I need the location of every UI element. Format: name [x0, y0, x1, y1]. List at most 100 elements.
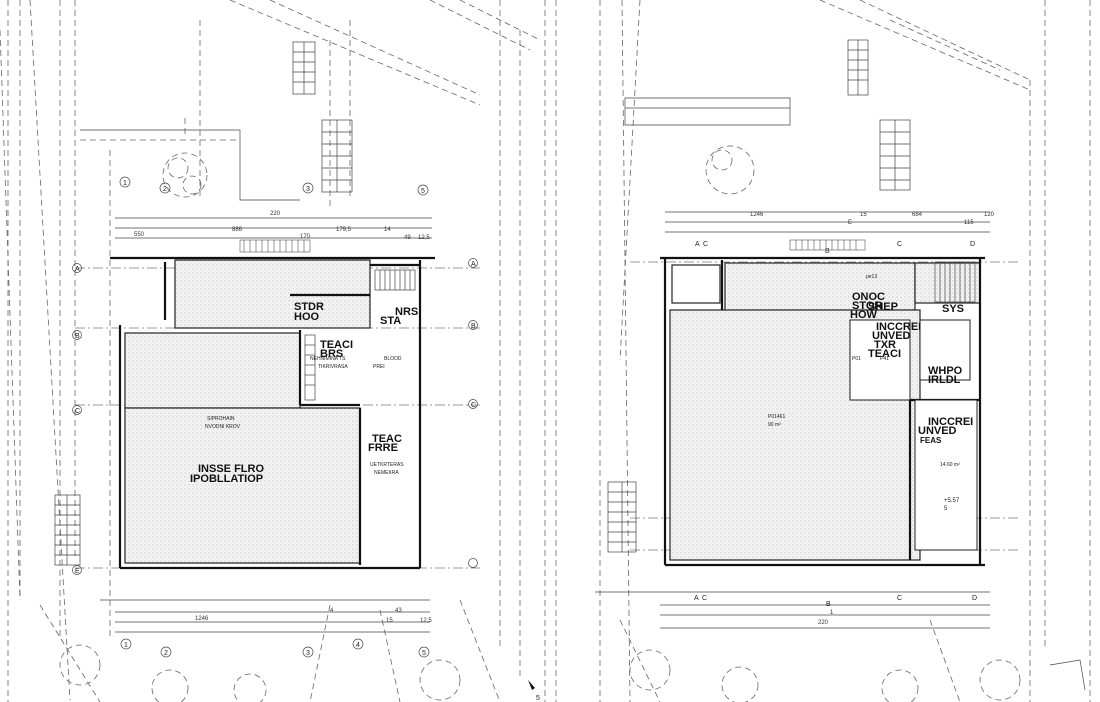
room-small-label: NVODNI KROV [205, 424, 241, 430]
dim-text: 179,5 [336, 227, 352, 233]
grid-letter: C [897, 595, 902, 602]
grid-letter: A [694, 595, 699, 602]
north-arrow-icon [528, 680, 535, 690]
room-label: IRLDL [928, 374, 961, 386]
room-small-label: 90 m² [768, 422, 781, 428]
room-small-label: NEHNIMINA TS [310, 356, 346, 362]
grid-letter: C [702, 595, 707, 602]
room-labels-left: STDR HOO NRS STA TEACI BRS NEHNIMINA TS … [190, 301, 418, 485]
left-floor-plan: 1 2 3 5 220 550 886 170 179,5 14 49 12,5 [0, 0, 557, 702]
tree-icon [59, 644, 461, 702]
dim-text: 49 [404, 235, 411, 241]
stair-icon [934, 261, 976, 303]
dimension-lines-bottom: 1246 4 15 43 12,5 [100, 599, 432, 633]
room-main-label: IPOBLLATIOP [190, 473, 263, 485]
grid-number: 4 [356, 642, 360, 649]
room-label: ONOC [852, 291, 885, 303]
room-label: INCCREI [928, 416, 973, 428]
dim-text: 1246 [195, 616, 209, 622]
grid-letter: B [471, 323, 476, 330]
level-num: 5 [944, 506, 948, 512]
room-main-label: INSSE FLRO [198, 463, 264, 475]
room-small-label: pe13 [866, 274, 877, 280]
room-label: WHPO [928, 365, 963, 377]
north-arrow-icon [1049, 659, 1086, 691]
tree-icon [705, 145, 755, 195]
room-label: FRRE [368, 442, 398, 454]
dimension-lines-bottom-right: 220 1 A C B C D [595, 591, 990, 629]
grid-letter: C [75, 408, 80, 415]
grid-letter: B [825, 248, 830, 255]
room-small-label: UETKRTERAS [370, 462, 404, 468]
grid-number: 3 [306, 650, 310, 657]
room-small-label: P01 [852, 356, 861, 362]
room-small-label: P01461 [768, 414, 785, 420]
left-building-walls [110, 256, 435, 570]
corner-mark: 5 [536, 695, 540, 702]
dim-text: 15 [386, 618, 393, 624]
room-small-label: 14.60 m² [940, 462, 960, 468]
room-label: BRS [320, 348, 343, 360]
grid-letter: A [75, 266, 80, 273]
room-label: SYS [942, 303, 964, 315]
room-label: HOW [850, 309, 878, 321]
room-stair-label: STA [380, 315, 401, 327]
room-stair-label: NRS [395, 306, 418, 318]
grid-letters-left: A B C E A B C [72, 258, 478, 575]
tree-icon [629, 649, 1021, 702]
grid-letter: D [972, 595, 977, 602]
grid-letter: A [695, 241, 700, 248]
dim-text: 1 [830, 610, 834, 616]
room-small-label: PREI [373, 364, 385, 370]
dim-text: 14 [384, 227, 391, 233]
grid-axis-numbers-top: 1 2 3 5 [119, 176, 429, 196]
dim-text: 43 [395, 608, 402, 614]
room-small-label: TIKRIVRASA [318, 364, 348, 370]
room-label: TEACI [868, 348, 901, 360]
dimension-lines-top: 220 550 886 170 179,5 14 49 12,5 [115, 211, 432, 241]
grid-axis-numbers-bottom: 1 2 3 4 5 [120, 638, 430, 658]
grid-letter: B [75, 333, 80, 340]
dim-text: 12,5 [418, 235, 430, 241]
room-labels-right: pe13 ONOC STOR HOW SHEP SYS INCCREI UNVE… [768, 274, 973, 512]
right-building-walls [660, 256, 985, 567]
room-stair-label: HOO [294, 311, 320, 323]
room-small-label: NEMEKRA [374, 470, 399, 476]
stair-icon [374, 269, 416, 291]
dim-text: 12,5 [420, 618, 432, 624]
room-label: TEAC [372, 433, 402, 445]
grid-number: 1 [124, 642, 128, 649]
dim-text: 120 [984, 212, 995, 218]
room-label: TXR [874, 339, 896, 351]
dim-text: 684 [912, 212, 923, 218]
grid-number: 5 [422, 650, 426, 657]
grid-letter: C [703, 241, 708, 248]
dim-text: 115 [964, 220, 974, 226]
room-label: INCCREI [876, 321, 921, 333]
dim-text: 886 [232, 227, 243, 233]
dim-text: 4 [330, 608, 334, 614]
level-mark: +5.57 [944, 498, 960, 504]
grid-letter: C [897, 241, 902, 248]
dim-text: E [848, 220, 852, 226]
grid-letters-top-right: A C B C D [695, 241, 975, 255]
room-label: STOR [852, 300, 882, 312]
dim-text: 550 [134, 232, 145, 238]
grid-letter: C [471, 402, 476, 409]
grid-letter: B [826, 601, 831, 608]
room-stair-label: STDR [294, 301, 324, 313]
grid-number: 2 [163, 186, 167, 193]
right-floor-plan: 1246 15 E 684 115 120 A C B C D [595, 0, 1091, 702]
room-small-label: SIPROHAIN [207, 416, 235, 422]
room-small-label: P41 [880, 356, 889, 362]
grid-number: 5 [421, 188, 425, 195]
grid-letter: E [75, 568, 80, 575]
dim-text: 220 [818, 620, 829, 626]
grid-letter: A [471, 261, 476, 268]
room-small-label: BLOOD [384, 356, 402, 362]
stair-icon [304, 334, 316, 401]
grid-number: 1 [123, 180, 127, 187]
room-label: TEACI [320, 339, 353, 351]
room-label: FEAS [920, 436, 942, 445]
